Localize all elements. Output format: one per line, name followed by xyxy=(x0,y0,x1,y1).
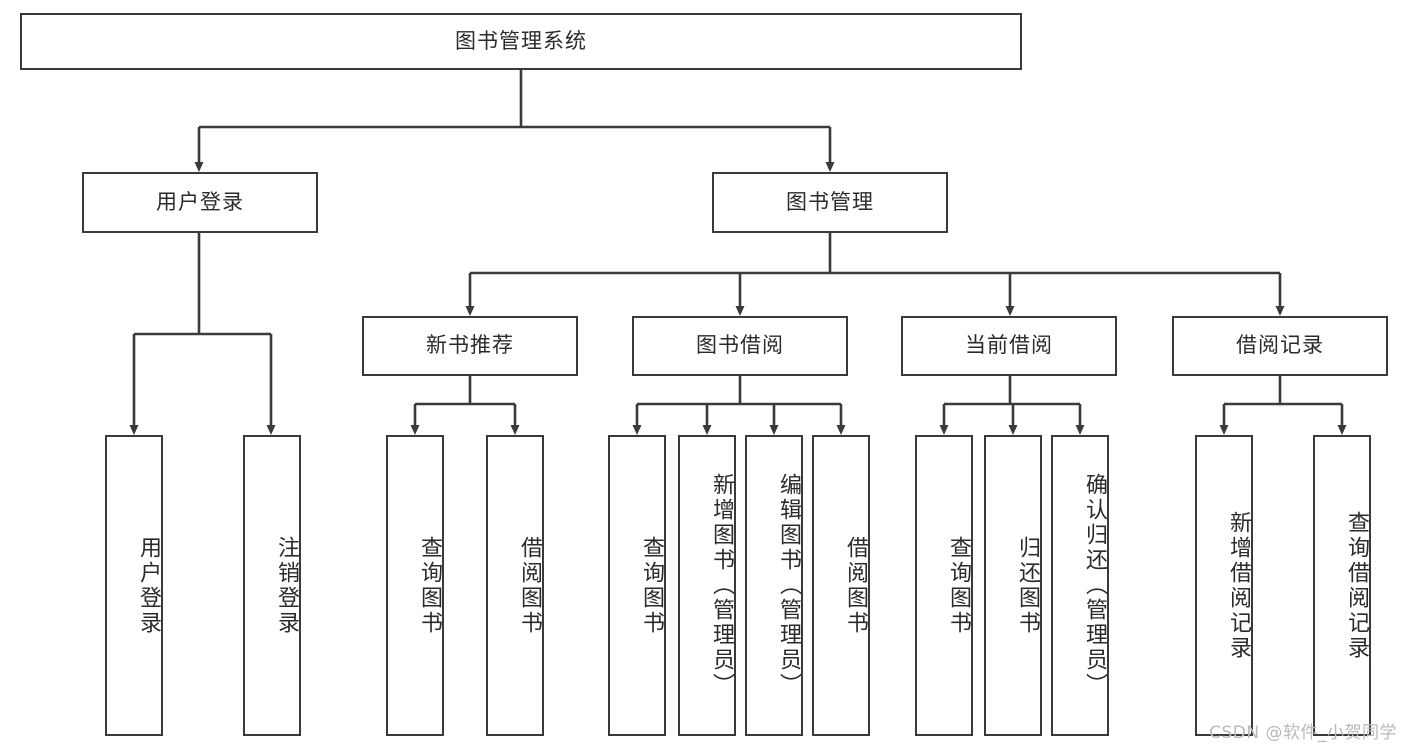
leaf-borrow-book-2-label: 借阅图书 xyxy=(844,535,869,636)
leaf-add-book-label: 新增图书（管理员） xyxy=(710,473,735,698)
node-book-manage[interactable]: 图书管理 xyxy=(712,172,948,233)
leaf-logout[interactable]: 注销登录 xyxy=(243,435,301,736)
leaf-edit-book[interactable]: 编辑图书（管理员） xyxy=(745,435,803,736)
leaf-logout-label: 注销登录 xyxy=(275,535,300,636)
leaf-return-book-label: 归还图书 xyxy=(1016,535,1041,636)
node-user-login-label: 用户登录 xyxy=(156,190,244,214)
leaf-edit-book-label: 编辑图书（管理员） xyxy=(777,473,802,698)
node-borrow-record[interactable]: 借阅记录 xyxy=(1172,316,1388,376)
leaf-query-book-1-label: 查询图书 xyxy=(418,535,443,636)
node-root[interactable]: 图书管理系统 xyxy=(20,13,1022,70)
leaf-query-book-1[interactable]: 查询图书 xyxy=(386,435,444,736)
leaf-borrow-book-1[interactable]: 借阅图书 xyxy=(486,435,544,736)
leaf-query-record[interactable]: 查询借阅记录 xyxy=(1313,435,1371,736)
leaf-query-book-3-label: 查询图书 xyxy=(947,535,972,636)
leaf-confirm-return-label: 确认归还（管理员） xyxy=(1083,473,1108,698)
node-new-book-recommend[interactable]: 新书推荐 xyxy=(362,316,578,376)
node-book-borrow-label: 图书借阅 xyxy=(696,334,784,358)
leaf-return-book[interactable]: 归还图书 xyxy=(984,435,1042,736)
node-book-borrow[interactable]: 图书借阅 xyxy=(632,316,848,376)
leaf-query-book-2[interactable]: 查询图书 xyxy=(608,435,666,736)
leaf-user-login-label: 用户登录 xyxy=(137,535,162,636)
leaf-add-record[interactable]: 新增借阅记录 xyxy=(1195,435,1253,736)
leaf-user-login[interactable]: 用户登录 xyxy=(105,435,163,736)
leaf-query-record-label: 查询借阅记录 xyxy=(1345,510,1370,661)
leaf-query-book-2-label: 查询图书 xyxy=(640,535,665,636)
csdn-watermark: CSDN @软件_小贺同学 xyxy=(1209,723,1397,743)
leaf-borrow-book-1-label: 借阅图书 xyxy=(518,535,543,636)
node-current-borrow-label: 当前借阅 xyxy=(965,334,1053,358)
leaf-add-record-label: 新增借阅记录 xyxy=(1227,510,1252,661)
node-root-label: 图书管理系统 xyxy=(455,29,587,53)
leaf-add-book[interactable]: 新增图书（管理员） xyxy=(678,435,736,736)
node-book-manage-label: 图书管理 xyxy=(786,190,874,214)
leaf-borrow-book-2[interactable]: 借阅图书 xyxy=(812,435,870,736)
leaf-confirm-return[interactable]: 确认归还（管理员） xyxy=(1051,435,1109,736)
node-new-book-recommend-label: 新书推荐 xyxy=(426,334,514,358)
leaf-query-book-3[interactable]: 查询图书 xyxy=(915,435,973,736)
node-user-login[interactable]: 用户登录 xyxy=(82,172,318,233)
node-borrow-record-label: 借阅记录 xyxy=(1236,334,1324,358)
node-current-borrow[interactable]: 当前借阅 xyxy=(901,316,1117,376)
